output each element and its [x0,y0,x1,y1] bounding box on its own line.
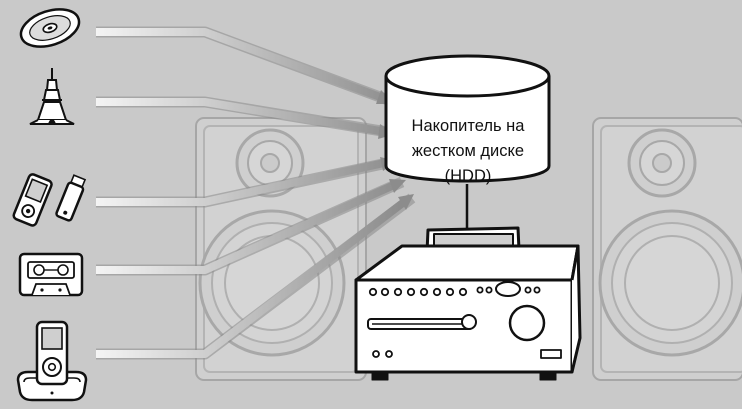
portable-player-usb-icon [13,173,87,226]
ipod-dock-icon [18,322,86,400]
stereo-unit [356,228,580,380]
cd-disc-icon [16,3,84,54]
hdd-label-line-1: Накопитель на [390,114,546,139]
hdd-label: Накопитель на жестком диске (HDD) [390,114,546,189]
cassette-tape-icon [20,254,82,295]
hdd-label-line-2: жестком диске [390,139,546,164]
radio-tower-icon [30,68,74,124]
right-speaker [593,118,742,380]
hdd-label-line-3: (HDD) [390,164,546,189]
